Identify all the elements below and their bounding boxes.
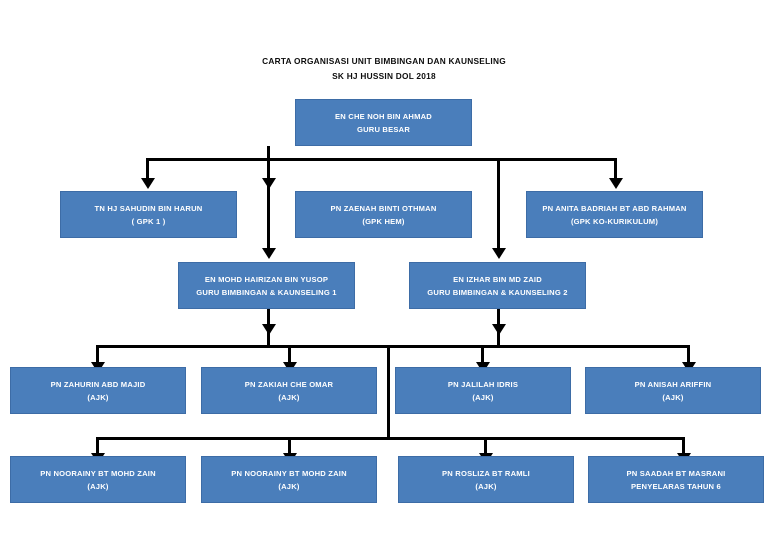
node-gpk-1-role: ( GPK 1 ) xyxy=(131,216,166,226)
node-ajk-anisah-name: PN ANISAH ARIFFIN xyxy=(634,379,712,389)
node-ajk-zakiah[interactable]: PN ZAKIAH CHE OMAR (AJK) xyxy=(201,367,377,414)
connector-spine-to-bottom xyxy=(387,345,390,438)
node-ajk-zahurin-role: (AJK) xyxy=(87,392,109,402)
node-counsellor-1[interactable]: EN MOHD HAIRIZAN BIN YUSOP GURU BIMBINGA… xyxy=(178,262,355,309)
node-gpk-1-name: TN HJ SAHUDIN BIN HARUN xyxy=(94,203,203,213)
node-counsellor-1-name: EN MOHD HAIRIZAN BIN YUSOP xyxy=(204,274,329,284)
connector-drop-bottom-2 xyxy=(288,437,291,458)
connector-bus-ajk-row2 xyxy=(96,437,685,440)
node-ajk-noorainy-2[interactable]: PN NOORAINY BT MOHD ZAIN (AJK) xyxy=(201,456,377,503)
arrow-counsellor-1-stem xyxy=(262,324,276,335)
arrow-counsellor-2-stem xyxy=(492,324,506,335)
node-gpk-1[interactable]: TN HJ SAHUDIN BIN HARUN ( GPK 1 ) xyxy=(60,191,237,238)
node-guru-besar[interactable]: EN CHE NOH BIN AHMAD GURU BESAR xyxy=(295,99,472,146)
chart-title-line-2: SK HJ HUSSIN DOL 2018 xyxy=(332,71,436,81)
node-ajk-jalilah-role: (AJK) xyxy=(472,392,494,402)
connector-drop-ajk-4 xyxy=(687,345,690,367)
connector-drop-bottom-3 xyxy=(484,437,487,458)
node-ajk-noorainy-1-role: (AJK) xyxy=(87,481,109,491)
node-ajk-anisah[interactable]: PN ANISAH ARIFFIN (AJK) xyxy=(585,367,761,414)
node-counsellor-2-role: GURU BIMBINGAN & KAUNSELING 2 xyxy=(427,287,568,297)
node-ajk-rosliza[interactable]: PN ROSLIZA BT RAMLI (AJK) xyxy=(398,456,574,503)
node-ajk-jalilah-name: PN JALILAH IDRIS xyxy=(447,379,519,389)
node-ajk-rosliza-role: (AJK) xyxy=(475,481,497,491)
connector-bus-ajk-row1 xyxy=(96,345,690,348)
node-ajk-anisah-role: (AJK) xyxy=(662,392,684,402)
node-gpk-hem-name: PN ZAENAH BINTI OTHMAN xyxy=(330,203,437,213)
connector-drop-ajk-2 xyxy=(288,345,291,367)
node-penyelaras-tahun-6-role: PENYELARAS TAHUN 6 xyxy=(631,481,721,491)
arrow-counsellor-2 xyxy=(492,248,506,259)
chart-title: CARTA ORGANISASI UNIT BIMBINGAN DAN KAUN… xyxy=(0,54,768,84)
arrow-counsellor-1 xyxy=(262,248,276,259)
node-counsellor-2-name: EN IZHAR BIN MD ZAID xyxy=(453,274,542,284)
node-gpk-hem[interactable]: PN ZAENAH BINTI OTHMAN (GPK HEM) xyxy=(295,191,472,238)
node-ajk-noorainy-2-name: PN NOORAINY BT MOHD ZAIN xyxy=(231,468,347,478)
node-ajk-zahurin[interactable]: PN ZAHURIN ABD MAJID (AJK) xyxy=(10,367,186,414)
connector-passthrough-left xyxy=(267,158,270,250)
connector-head-stem xyxy=(267,146,270,160)
connector-drop-ajk-3 xyxy=(481,345,484,367)
node-counsellor-2[interactable]: EN IZHAR BIN MD ZAID GURU BIMBINGAN & KA… xyxy=(409,262,586,309)
chart-title-line-1: CARTA ORGANISASI UNIT BIMBINGAN DAN KAUN… xyxy=(262,56,506,66)
node-ajk-zakiah-name: PN ZAKIAH CHE OMAR xyxy=(244,379,334,389)
node-guru-besar-role: GURU BESAR xyxy=(356,124,411,134)
node-ajk-rosliza-name: PN ROSLIZA BT RAMLI xyxy=(442,468,530,478)
connector-passthrough-right xyxy=(497,158,500,250)
connector-drop-bottom-1 xyxy=(96,437,99,458)
arrow-gpk1 xyxy=(141,178,155,189)
connector-bus-level1 xyxy=(146,158,617,161)
node-penyelaras-tahun-6-name: PN SAADAH BT MASRANI xyxy=(626,468,726,478)
node-guru-besar-name: EN CHE NOH BIN AHMAD xyxy=(335,111,432,121)
arrow-gpk3 xyxy=(609,178,623,189)
node-ajk-noorainy-1-name: PN NOORAINY BT MOHD ZAIN xyxy=(40,468,156,478)
connector-drop-gpk3 xyxy=(614,158,617,181)
node-gpk-kokurikulum-name: PN ANITA BADRIAH BT ABD RAHMAN xyxy=(542,203,687,213)
node-penyelaras-tahun-6[interactable]: PN SAADAH BT MASRANI PENYELARAS TAHUN 6 xyxy=(588,456,764,503)
connector-drop-ajk-1 xyxy=(96,345,99,367)
node-gpk-kokurikulum-role: (GPK KO-KURIKULUM) xyxy=(570,216,659,226)
node-ajk-noorainy-2-role: (AJK) xyxy=(278,481,300,491)
connector-drop-bottom-4 xyxy=(682,437,685,458)
node-gpk-hem-role: (GPK HEM) xyxy=(362,216,405,226)
connector-drop-gpk1 xyxy=(146,158,149,181)
node-ajk-noorainy-1[interactable]: PN NOORAINY BT MOHD ZAIN (AJK) xyxy=(10,456,186,503)
node-gpk-kokurikulum[interactable]: PN ANITA BADRIAH BT ABD RAHMAN (GPK KO-K… xyxy=(526,191,703,238)
node-ajk-jalilah[interactable]: PN JALILAH IDRIS (AJK) xyxy=(395,367,571,414)
node-ajk-zakiah-role: (AJK) xyxy=(278,392,300,402)
node-counsellor-1-role: GURU BIMBINGAN & KAUNSELING 1 xyxy=(196,287,337,297)
node-ajk-zahurin-name: PN ZAHURIN ABD MAJID xyxy=(50,379,146,389)
